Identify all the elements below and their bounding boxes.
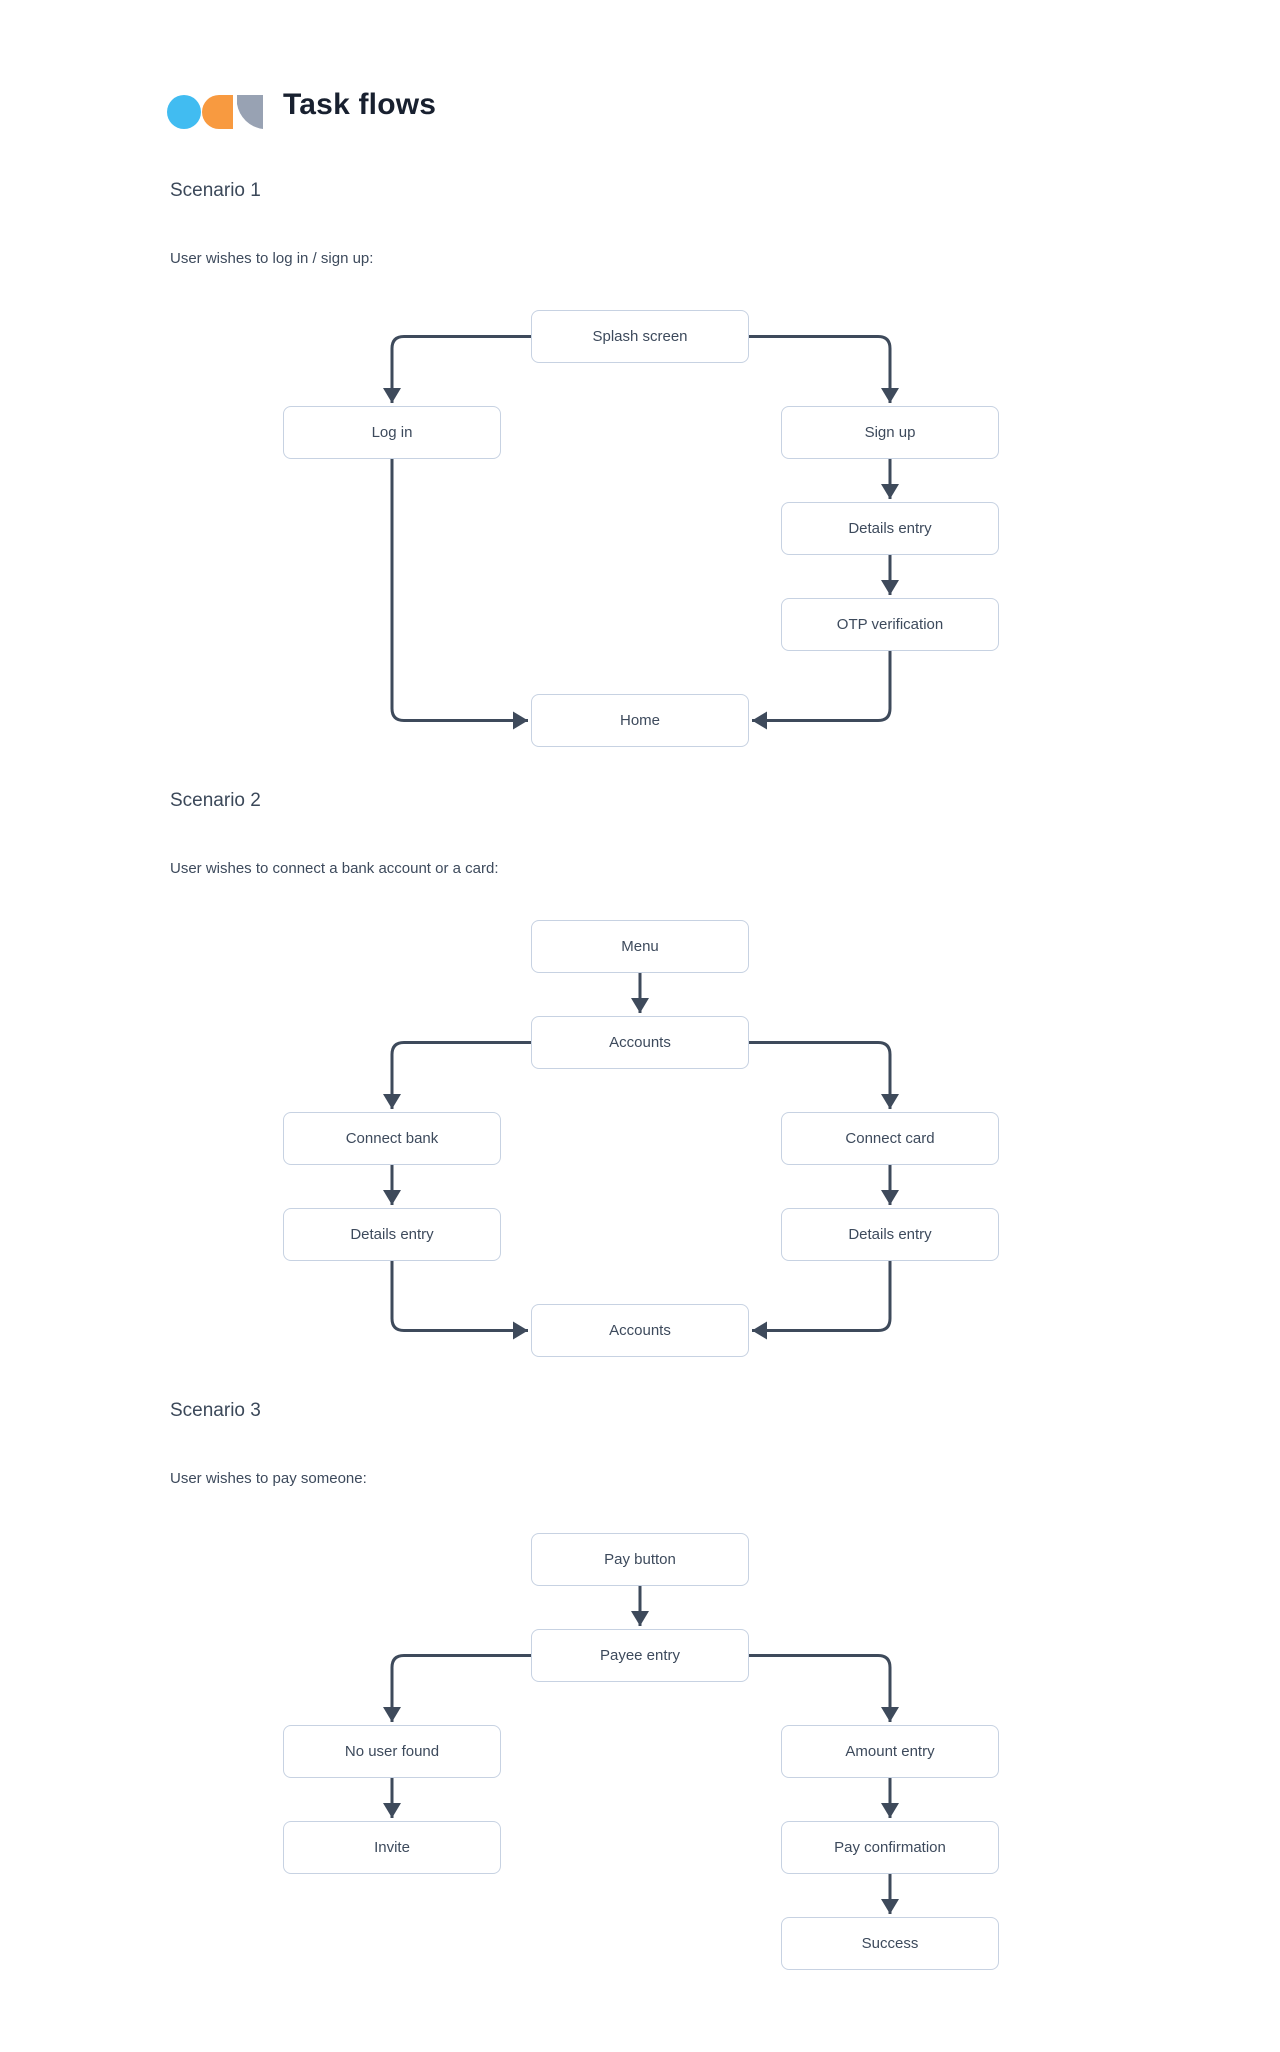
node-details-entry-s1: Details entry (781, 502, 999, 555)
edge-splash-to-login (383, 335, 531, 403)
scenario-3-heading: Scenario 3 (170, 1400, 261, 1421)
node-sign-up: Sign up (781, 406, 999, 459)
logo-gray-shape-icon (237, 95, 263, 129)
node-details-entry-left: Details entry (283, 1208, 501, 1261)
node-home: Home (531, 694, 749, 747)
node-invite: Invite (283, 1821, 501, 1874)
node-accounts: Accounts (531, 1016, 749, 1069)
edge-payee-to-nouser (383, 1654, 531, 1722)
node-otp-verification: OTP verification (781, 598, 999, 651)
node-accounts-end: Accounts (531, 1304, 749, 1357)
edge-otp-to-home (752, 651, 892, 730)
scenario-2-subtitle: User wishes to connect a bank account or… (170, 860, 499, 877)
logo-shapes (167, 95, 263, 129)
node-pay-confirmation: Pay confirmation (781, 1821, 999, 1874)
node-details-entry-right: Details entry (781, 1208, 999, 1261)
node-payee-entry: Payee entry (531, 1629, 749, 1682)
scenario-2-heading: Scenario 2 (170, 790, 261, 811)
node-amount-entry: Amount entry (781, 1725, 999, 1778)
node-connect-bank: Connect bank (283, 1112, 501, 1165)
scenario-1-subtitle: User wishes to log in / sign up: (170, 250, 374, 267)
node-success: Success (781, 1917, 999, 1970)
node-pay-button: Pay button (531, 1533, 749, 1586)
node-menu: Menu (531, 920, 749, 973)
scenario-3-subtitle: User wishes to pay someone: (170, 1470, 367, 1487)
edge-accounts-to-connect-bank (383, 1041, 531, 1109)
edge-login-to-home (390, 459, 528, 730)
edge-payee-to-amount (749, 1654, 899, 1722)
edge-details-right-to-accounts (752, 1261, 892, 1340)
node-log-in: Log in (283, 406, 501, 459)
edge-splash-to-signup (749, 335, 899, 403)
node-no-user-found: No user found (283, 1725, 501, 1778)
logo (167, 95, 263, 129)
edge-accounts-to-connect-card (749, 1041, 899, 1109)
page-title: Task flows (283, 88, 437, 121)
node-splash-screen: Splash screen (531, 310, 749, 363)
logo-orange-shape-icon (202, 95, 233, 129)
edge-details-left-to-accounts (390, 1261, 528, 1340)
logo-blue-circle-icon (167, 95, 201, 129)
scenario-1-heading: Scenario 1 (170, 180, 261, 201)
node-connect-card: Connect card (781, 1112, 999, 1165)
